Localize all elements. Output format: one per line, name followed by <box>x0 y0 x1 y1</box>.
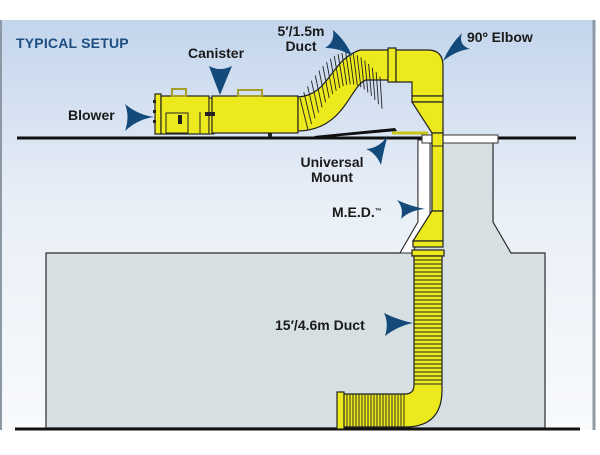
duct-rib <box>368 63 372 96</box>
med-adapter <box>411 132 445 257</box>
label-long-duct: 15′/4.6m Duct <box>275 317 365 333</box>
label-short-duct-line2: Duct <box>285 38 317 54</box>
label-universal-mount-line2: Mount <box>311 169 353 185</box>
duct-rib <box>341 52 348 85</box>
arrow-short-duct <box>325 30 352 56</box>
label-short-duct: 5′/1.5m Duct <box>266 24 336 54</box>
duct-rib <box>352 53 358 86</box>
label-canister: Canister <box>188 45 245 61</box>
universal-mount-bar <box>314 128 397 138</box>
duct-rib <box>307 86 316 119</box>
label-universal-mount: Universal Mount <box>300 155 364 185</box>
arrow-long-duct <box>384 313 413 336</box>
duct-rib <box>310 80 320 113</box>
manhole-rim <box>421 134 499 144</box>
arrow-universal-mount <box>366 135 388 165</box>
duct-rib <box>360 57 365 90</box>
duct-rib <box>379 76 383 109</box>
duct-rib <box>303 91 312 125</box>
duct-rib <box>337 54 344 87</box>
short-duct <box>297 49 393 132</box>
blower <box>153 88 215 135</box>
label-med-trademark: ™ <box>374 208 382 215</box>
duct-rib <box>345 52 351 85</box>
arrow-elbow <box>443 33 470 61</box>
duct-rib <box>356 55 362 88</box>
duct-rib <box>299 97 309 131</box>
duct-rib <box>349 52 355 85</box>
arrow-blower <box>125 104 154 131</box>
label-med-text: M.E.D. <box>332 204 375 220</box>
duct-rib <box>326 62 334 95</box>
canister <box>205 89 299 137</box>
duct-rib <box>364 60 369 93</box>
label-universal-mount-line1: Universal <box>300 154 364 170</box>
arrow-med <box>397 200 425 219</box>
arrow-canister <box>209 66 232 95</box>
label-blower: Blower <box>68 107 115 123</box>
diagram-title: TYPICAL SETUP <box>16 35 129 51</box>
long-duct <box>336 255 443 430</box>
duct-rib <box>375 72 379 105</box>
duct-rib <box>330 58 337 91</box>
duct-rib <box>318 70 327 103</box>
duct-rib <box>322 65 330 99</box>
label-med: M.E.D.™ <box>332 205 382 220</box>
duct-rib <box>371 67 376 100</box>
label-short-duct-line1: 5′/1.5m <box>277 23 325 39</box>
duct-rib <box>333 56 341 89</box>
elbow-90 <box>387 47 444 134</box>
duct-rib <box>314 75 323 108</box>
label-elbow: 90º Elbow <box>467 29 533 45</box>
